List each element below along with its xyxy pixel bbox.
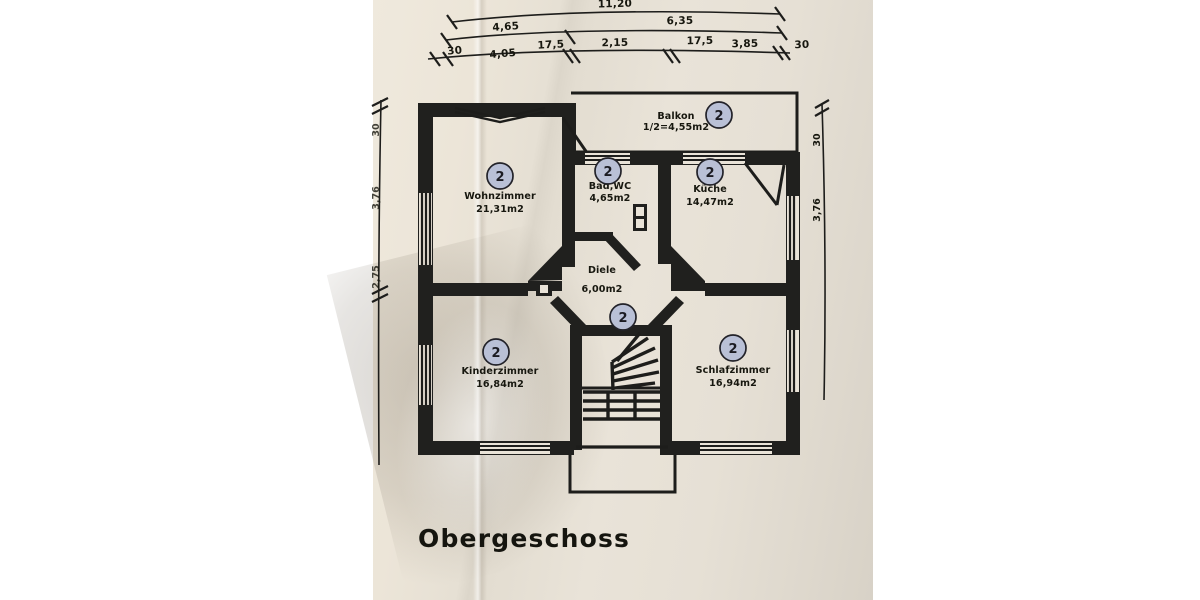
dim-row3-6: 30 [794, 39, 809, 52]
room-label-wohnzimmer-name: Wohnzimmer [464, 191, 536, 202]
window-wohnzimmer-left [419, 193, 432, 265]
dim-row3-1: 4,05 [489, 47, 517, 61]
window-schlafzimmer-right [787, 330, 799, 392]
dim-row2-0: 4,65 [492, 20, 519, 34]
wall-bad-bottom-seg [562, 232, 613, 241]
page-title: Obergeschoss [418, 524, 630, 553]
dim-row3-4: 17,5 [686, 35, 713, 47]
dim-row3-3: 2,15 [601, 37, 628, 49]
room-label-diele-area: 6,00m2 [582, 284, 623, 295]
marker-kinderzimmer-text: 2 [491, 346, 500, 361]
marker-schlafzimmer-text: 2 [728, 342, 737, 357]
wall-wohnzimmer-right-upper [562, 103, 576, 165]
marker-kueche: 2 [696, 158, 724, 186]
marker-balkon-text: 2 [714, 109, 723, 124]
room-label-diele-name: Diele [588, 265, 616, 276]
stair-treads [583, 390, 660, 421]
window-schlafzimmer-bottom [700, 443, 772, 454]
room-label-wohnzimmer-area: 21,31m2 [476, 204, 524, 215]
room-label-balkon-name: Balkon [657, 111, 694, 122]
room-label-schlafzimmer-area: 16,94m2 [709, 378, 757, 389]
door-kueche-balcony [743, 162, 779, 206]
dimension-chain-right: 30 3,76 [812, 99, 830, 401]
window-kueche-right [787, 196, 799, 260]
window-wohnzimmer-top [454, 106, 546, 124]
wall-bad-diag [603, 232, 641, 271]
marker-kueche-text: 2 [705, 166, 714, 181]
dim-right-1: 3,76 [812, 198, 823, 222]
marker-diele-text: 2 [618, 311, 627, 326]
wall-diele-lower-right [648, 296, 684, 332]
marker-wohnzimmer: 2 [486, 162, 514, 190]
marker-kinderzimmer: 2 [482, 338, 510, 366]
room-label-kueche-area: 14,47m2 [686, 197, 734, 208]
room-labels: Balkon 1/2=4,55m2 2 Wohnzimmer 21,31m2 2… [462, 101, 771, 390]
room-label-bad-name: Bad,WC [589, 181, 632, 192]
dimension-chain-top: 11,20 4,65 6,35 30 4,05 17,5 2,15 17,5 3… [427, 0, 810, 67]
marker-bad: 2 [594, 157, 622, 185]
room-label-kueche-name: Küche [693, 184, 727, 195]
dim-top-overall: 11,20 [598, 0, 633, 10]
room-label-kinderzimmer-area: 16,84m2 [476, 379, 524, 390]
dim-row3-0: 30 [447, 44, 463, 57]
room-label-kinderzimmer-name: Kinderzimmer [462, 366, 539, 377]
wall-diele-lower-left [550, 296, 586, 332]
fixture-wc [633, 204, 647, 231]
room-label-bad-area: 4,65m2 [590, 193, 631, 204]
door-kueche-balcony-2 [775, 164, 786, 206]
dimension-chain-left: 30 3,76 2,75 [371, 97, 389, 466]
fixture-kinderzimmer [536, 281, 552, 296]
dim-left-2: 2,75 [371, 265, 382, 288]
wall-kinderzimmer-top [418, 283, 528, 296]
dim-right-0: 30 [812, 133, 823, 147]
wall-bad-right [658, 152, 671, 264]
dim-row2-1: 6,35 [666, 15, 693, 27]
walls-diele [528, 246, 705, 291]
window-kinderzimmer-left [419, 345, 432, 405]
marker-balkon: 2 [705, 101, 733, 129]
marker-diele: 2 [609, 303, 637, 331]
marker-schlafzimmer: 2 [719, 334, 747, 362]
entrance-box [568, 455, 677, 494]
wall-bad-bottom [562, 222, 575, 267]
wall-stair-right [660, 325, 672, 450]
dim-left-0: 30 [371, 123, 382, 137]
wall-stair-left [570, 325, 582, 450]
window-kinderzimmer-bottom [480, 443, 550, 454]
dim-row3-5: 3,85 [731, 38, 758, 50]
room-label-balkon-area: 1/2=4,55m2 [643, 122, 709, 133]
marker-wohnzimmer-text: 2 [495, 170, 504, 185]
walls [418, 91, 800, 494]
stair-winders [610, 331, 660, 391]
wall-top-left [418, 103, 570, 117]
dim-row3-2: 17,5 [537, 38, 564, 51]
wall-schlafzimmer-top [705, 283, 800, 296]
marker-bad-text: 2 [603, 165, 612, 180]
room-label-schlafzimmer-name: Schlafzimmer [696, 365, 771, 376]
dim-left-1: 3,76 [371, 186, 382, 210]
